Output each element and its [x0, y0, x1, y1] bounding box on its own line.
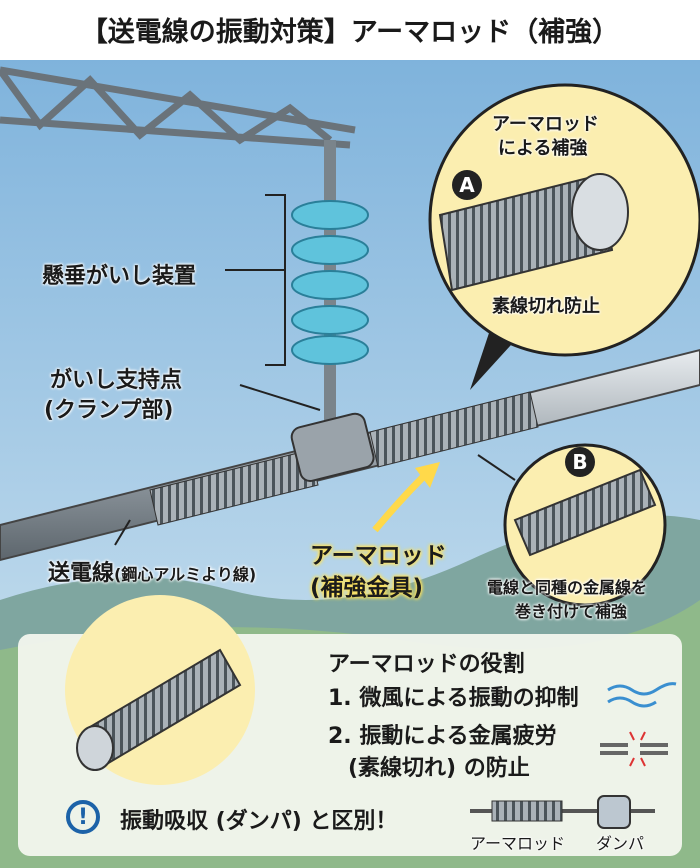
panel-item-2-cont: (素線切れ) の防止	[348, 756, 530, 781]
label-support-point: がいし支持点	[50, 368, 183, 393]
panel-warning: 振動吸収 (ダンパ) と区別！	[120, 809, 398, 834]
detail-a-caption-1: アーマロッド	[492, 114, 599, 135]
suspension-insulator	[291, 140, 369, 440]
yellow-arrow	[372, 472, 428, 533]
broken-strand-icon	[600, 731, 668, 767]
tower-truss	[0, 66, 356, 149]
label-armor-rod-sub: (補強金具)	[310, 575, 424, 601]
badge-b: B	[565, 447, 595, 477]
badge-a: A	[452, 170, 482, 200]
detail-circle-b	[477, 443, 667, 607]
label-insulator: 懸垂がいし装置	[42, 264, 197, 289]
insulator-bracket	[265, 194, 286, 366]
label-armor-rod: アーマロッド	[310, 543, 447, 569]
panel-heading: アーマロッドの役割	[328, 652, 525, 677]
wind-icon	[607, 682, 677, 708]
page-title: 【送電線の振動対策】アーマロッド（補強）	[80, 17, 620, 48]
clamp	[290, 412, 375, 482]
compare-armor-rod: アーマロッド	[470, 834, 566, 853]
detail-circle-a	[428, 83, 700, 390]
label-conductor-type: (鋼心アルミより線)	[114, 565, 257, 584]
comparison-icon	[470, 795, 655, 829]
detail-a-caption-2: による補強	[498, 138, 588, 159]
compare-damper: ダンパ	[596, 834, 645, 853]
detail-b-caption-1: 電線と同種の金属線を	[487, 578, 648, 597]
detail-a-caption-bottom: 素線切れ防止	[492, 296, 600, 317]
label-clamp: (クランプ部)	[44, 398, 174, 423]
label-conductor: 送電線	[48, 561, 115, 586]
panel-item-2: 2. 振動による金属疲労	[328, 724, 557, 749]
panel-item-1: 1. 微風による振動の抑制	[328, 686, 579, 711]
detail-b-caption-2: 巻き付けて補強	[515, 602, 628, 621]
exclamation-circle-icon: !	[66, 800, 100, 834]
